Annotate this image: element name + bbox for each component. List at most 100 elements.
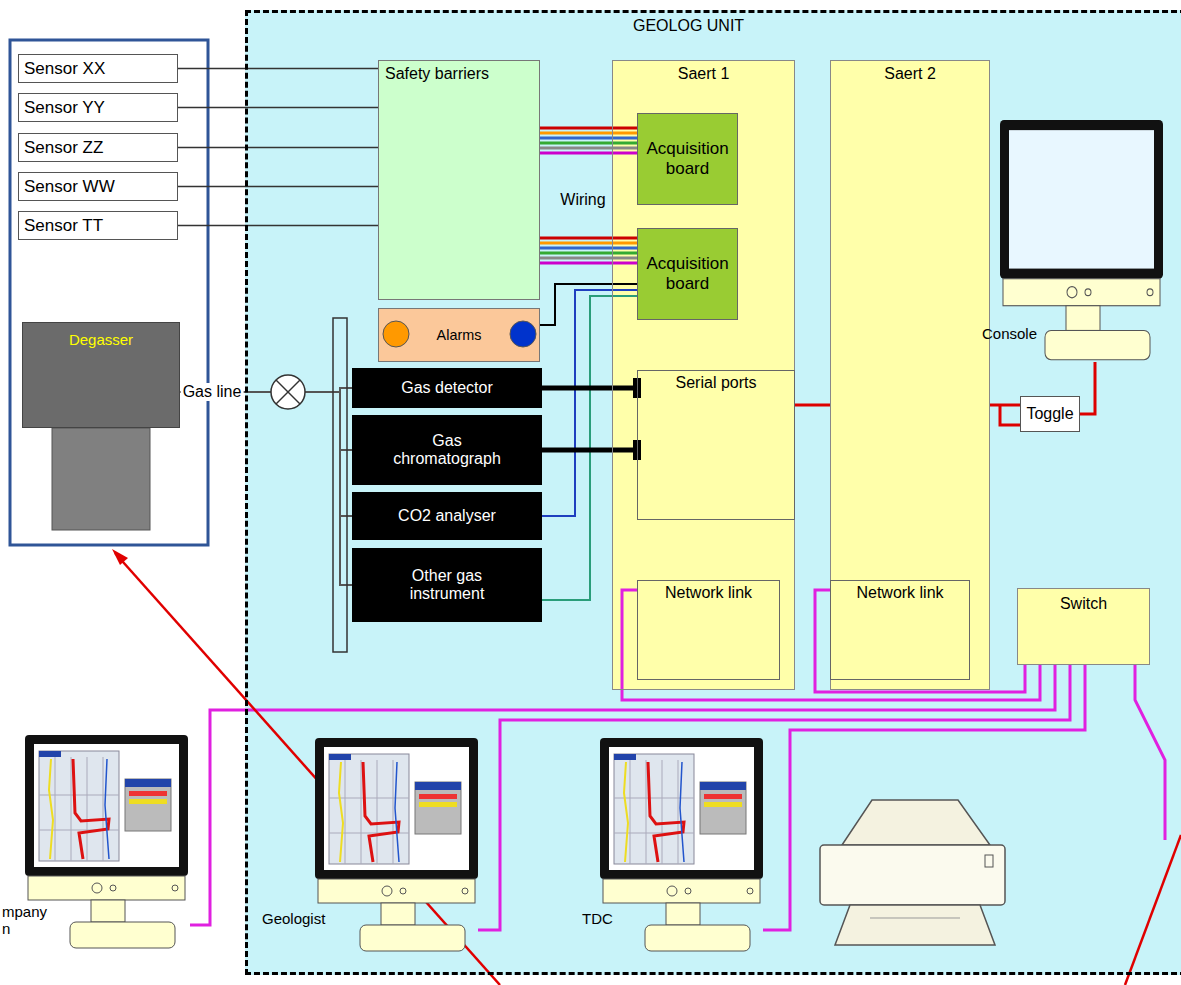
- connector: [542, 296, 637, 600]
- monitor-drawing-part: [71, 757, 72, 861]
- node-text: Console: [982, 325, 1037, 342]
- monitor-drawing-part: [645, 925, 750, 951]
- node-text: Sensor WW: [24, 176, 172, 197]
- port-box: Serial ports: [637, 370, 795, 520]
- node-text: Safety barriers: [385, 65, 533, 83]
- printer-paper: [870, 918, 960, 919]
- monitor-drawing-part: [1000, 120, 1163, 279]
- monitor-drawing-part: [1147, 289, 1153, 296]
- computer-box: Saert 1Acquisition boardAcquisition boar…: [612, 60, 795, 690]
- connector-line: [540, 252, 637, 255]
- network-cable: [1135, 665, 1165, 840]
- monitor-drawing-part: [462, 888, 468, 894]
- link-box: Network link: [637, 580, 780, 680]
- connector-line: [478, 665, 1070, 930]
- monitor-drawing-part: [1003, 279, 1160, 306]
- connector-line: [190, 665, 1055, 925]
- connector: [478, 665, 1070, 930]
- monitor-drawing-part: [110, 885, 116, 891]
- printer-tray: [835, 905, 995, 945]
- connector: [542, 450, 637, 451]
- monitor-drawing-part: [49, 759, 53, 859]
- connector-line: [540, 237, 637, 240]
- connector-line: [178, 107, 378, 109]
- connector: [178, 68, 378, 69]
- node-text: Gas chromatograph: [382, 432, 512, 468]
- alarm-lamps-part: [383, 321, 409, 347]
- node-text: mpany n: [2, 903, 54, 937]
- edge-label: Gas line: [181, 383, 244, 401]
- station-monitor: Geologist: [262, 738, 478, 955]
- wire-label: Wiring: [560, 191, 605, 209]
- monitor-drawing-part: [662, 760, 663, 864]
- node-text: CO2 analyser: [398, 507, 496, 525]
- monitor-drawing-part: [393, 760, 394, 864]
- connector: [795, 405, 830, 406]
- monitor-drawing-part: [600, 738, 763, 879]
- monitor-drawing-part: [614, 754, 694, 864]
- connector: [178, 107, 378, 108]
- connector: [1080, 362, 1095, 414]
- printer-body: [820, 845, 1005, 905]
- connector-line: [540, 257, 637, 260]
- connector-line: [542, 296, 637, 600]
- monitor-drawing-part: [172, 885, 178, 891]
- monitor-drawing-part: [381, 903, 415, 925]
- monitor-drawing-part: [129, 791, 167, 796]
- instrument-box: Gas detector: [352, 368, 542, 408]
- sensor-group-outline: [10, 40, 208, 545]
- node-text: Acquisition board: [641, 139, 734, 179]
- sensor-box: Sensor YY: [18, 93, 178, 122]
- node-text: Alarms: [437, 327, 482, 343]
- connector-line: [178, 68, 378, 70]
- connector-line: [178, 225, 378, 227]
- connector-line: [178, 147, 378, 149]
- monitor-drawing-part: [363, 762, 399, 862]
- node-text: Degasser: [23, 331, 179, 348]
- node-text: Toggle: [1026, 405, 1073, 423]
- sensor-box: Sensor TT: [18, 211, 178, 240]
- monitor-drawing-part: [329, 754, 351, 760]
- sensor-box: Sensor WW: [18, 172, 178, 201]
- connector: [540, 128, 637, 153]
- board-box: Acquisition board: [637, 113, 738, 205]
- connector-line: [180, 392, 352, 585]
- pointer-arrow: [1125, 835, 1181, 985]
- monitor-drawing-part: [415, 782, 461, 834]
- connector-line: [540, 262, 637, 265]
- monitor-drawing: [315, 738, 478, 953]
- monitor-drawing-part: [609, 747, 754, 870]
- monitor-drawing-part: [28, 876, 185, 900]
- node-text: Acquisition board: [641, 254, 734, 294]
- connector: [178, 147, 378, 148]
- node-text: GEOLOG UNIT: [633, 17, 744, 35]
- sensor-box: Sensor XX: [18, 54, 178, 83]
- node-text: Sensor YY: [24, 97, 172, 118]
- station-monitor: mpany n: [0, 735, 190, 955]
- monitor-drawing: [600, 738, 763, 953]
- node-text: Geologist: [262, 910, 325, 927]
- node-text: Sensor TT: [24, 215, 172, 236]
- monitor-drawing-part: [614, 754, 636, 760]
- connector: [990, 405, 1020, 406]
- connector-line: [178, 186, 378, 188]
- computer-box: Saert 2Network link: [830, 60, 990, 690]
- monitor-drawing-part: [345, 760, 346, 864]
- monitor-drawing-part: [361, 760, 362, 864]
- monitor-drawing-part: [648, 762, 684, 862]
- connector-line: [815, 590, 1025, 692]
- monitor-drawing-part: [630, 760, 631, 864]
- connector: [180, 392, 352, 585]
- monitor-drawing-part: [1009, 130, 1154, 268]
- monitor-drawing-part: [419, 802, 457, 807]
- toggle-wire: [1000, 405, 1020, 425]
- console-monitor: Console: [980, 120, 1178, 362]
- monitor-drawing-part: [700, 782, 746, 834]
- monitor-drawing-part: [25, 735, 188, 876]
- monitor-drawing-part: [646, 760, 647, 864]
- printer-drawing: [820, 800, 1005, 945]
- monitor-drawing-part: [129, 799, 167, 804]
- connector-line: [540, 152, 637, 155]
- node-text: Serial ports: [648, 374, 784, 392]
